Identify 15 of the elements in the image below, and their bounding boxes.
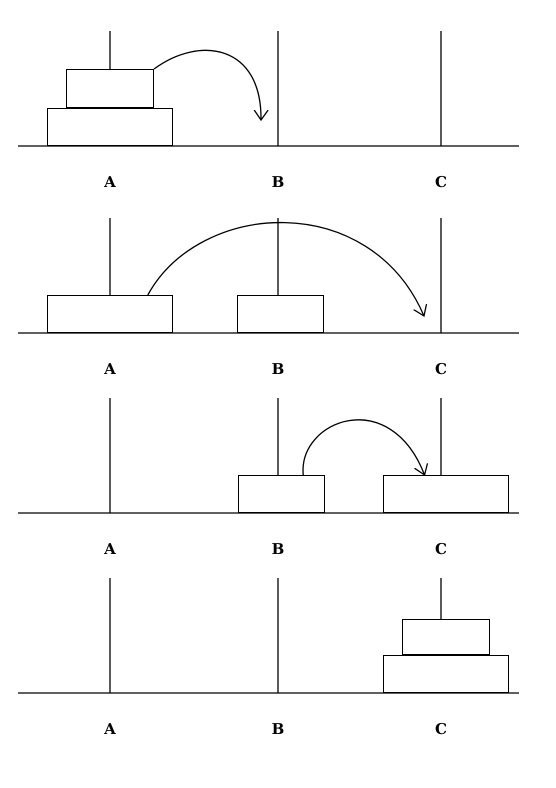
arrow xyxy=(302,419,428,476)
peg-label: B xyxy=(272,173,284,191)
peg-label: B xyxy=(272,360,284,378)
arrow xyxy=(147,222,426,317)
arrow xyxy=(154,50,268,121)
peg-label: A xyxy=(104,540,116,558)
peg-label: A xyxy=(104,173,116,191)
peg-label: C xyxy=(435,360,447,378)
peg-label: C xyxy=(435,173,447,191)
peg-label: C xyxy=(435,540,447,558)
peg-label: A xyxy=(104,360,116,378)
peg-label: B xyxy=(272,540,284,558)
peg-label: B xyxy=(272,720,284,738)
peg-label: C xyxy=(435,720,447,738)
peg-label: A xyxy=(104,720,116,738)
